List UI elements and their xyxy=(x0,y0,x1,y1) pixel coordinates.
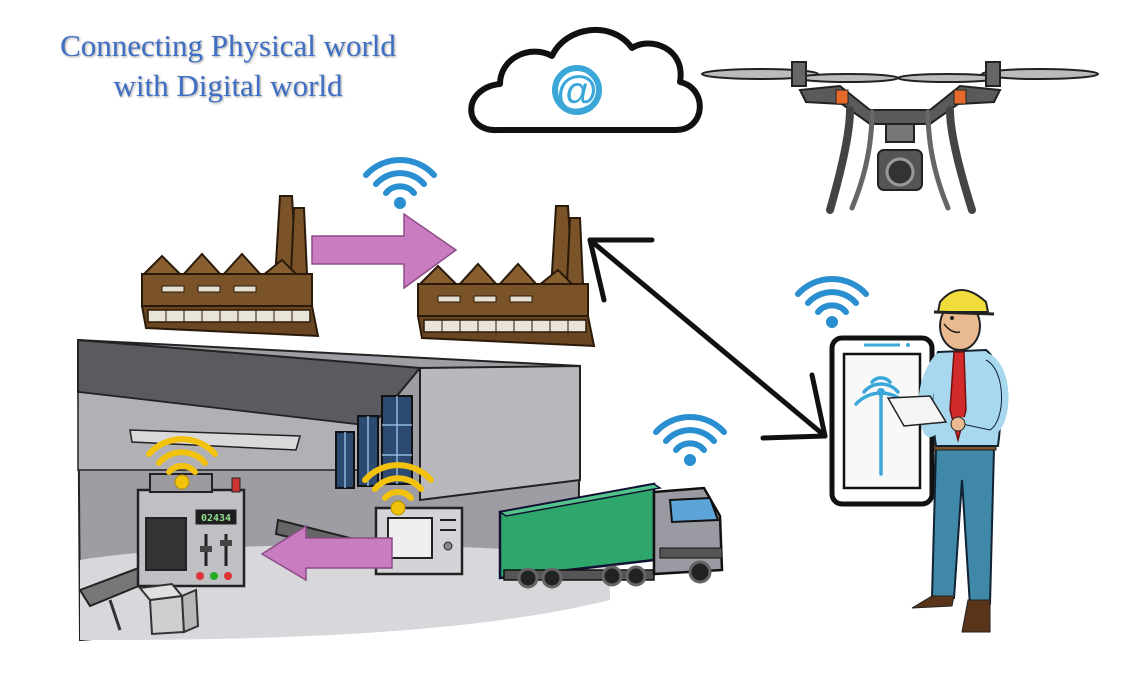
cloud-icon: @ xyxy=(468,26,703,134)
cloud-at-symbol: @ xyxy=(557,67,598,114)
factory-icon xyxy=(141,195,319,337)
title-line-2: with Digital world xyxy=(113,68,343,103)
wifi-icon xyxy=(798,279,866,328)
title-line-1: Connecting Physical world xyxy=(60,28,396,63)
box-icon xyxy=(138,582,200,636)
tablet-icon xyxy=(829,335,935,507)
arrow-icon xyxy=(260,524,393,582)
factory-icon xyxy=(417,205,595,347)
machine-display: 02434 xyxy=(201,513,231,524)
conveyor-machine-icon: 02434 xyxy=(136,473,246,588)
drone-icon xyxy=(701,61,1099,214)
page-title: Connecting Physical world with Digital w… xyxy=(18,26,438,106)
arrow-icon xyxy=(311,212,458,290)
arrow-icon xyxy=(587,237,828,441)
truck-icon xyxy=(498,482,724,589)
wifi-icon xyxy=(366,160,434,209)
wifi-icon xyxy=(656,417,724,466)
engineer-icon xyxy=(886,289,1009,633)
